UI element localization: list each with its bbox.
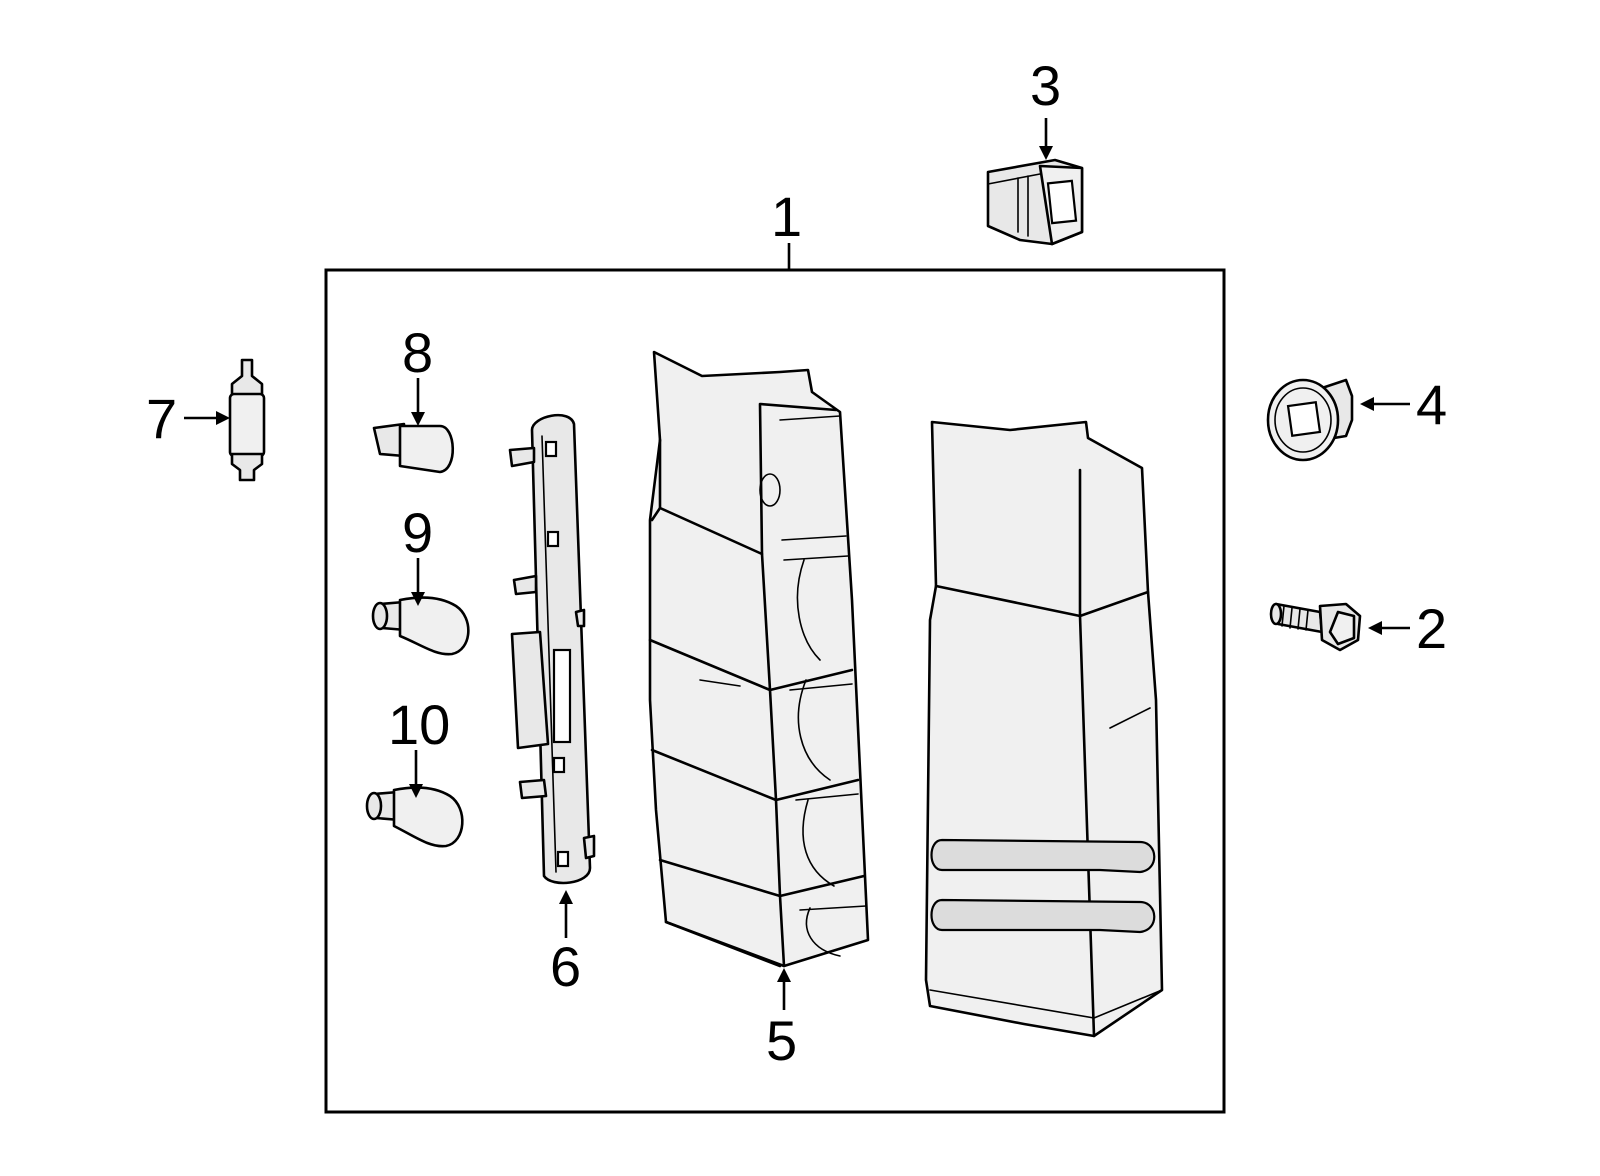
- callout-5-arrowhead: [777, 968, 791, 982]
- callout-9-arrowhead: [411, 592, 425, 606]
- part-4-grommet[interactable]: [1266, 378, 1354, 462]
- callout-2-arrowhead: [1368, 621, 1382, 635]
- callout-9[interactable]: 9: [402, 501, 433, 564]
- callout-7-arrowhead: [216, 411, 230, 425]
- part-9-bayonet-bulb[interactable]: [371, 596, 470, 656]
- part-5-lamp-housing[interactable]: [648, 350, 870, 968]
- part-3-connector[interactable]: [986, 158, 1084, 246]
- part-8-wedge-bulb[interactable]: [372, 422, 454, 474]
- callout-3-arrowhead: [1039, 146, 1053, 160]
- callout-4-arrowhead: [1360, 397, 1374, 411]
- part-1-lens[interactable]: [924, 420, 1164, 1038]
- part-6-socket-plate[interactable]: [508, 414, 596, 885]
- callout-2[interactable]: 2: [1416, 597, 1447, 660]
- part-7-festoon-bulb[interactable]: [228, 358, 266, 482]
- callout-6[interactable]: 6: [550, 935, 581, 998]
- callout-10-arrowhead: [409, 784, 423, 798]
- callout-5[interactable]: 5: [766, 1009, 797, 1072]
- callout-7[interactable]: 7: [146, 387, 177, 450]
- callout-1[interactable]: 1: [771, 185, 802, 248]
- assembly-frame: [324, 268, 1226, 1114]
- part-2-screw[interactable]: [1269, 602, 1362, 652]
- callout-6-arrowhead: [559, 890, 573, 904]
- callout-8-arrowhead: [411, 412, 425, 426]
- callout-8[interactable]: 8: [402, 321, 433, 384]
- callout-3[interactable]: 3: [1030, 54, 1061, 117]
- callout-10[interactable]: 10: [388, 693, 450, 756]
- callout-4[interactable]: 4: [1416, 373, 1447, 436]
- part-10-bayonet-bulb[interactable]: [365, 786, 464, 848]
